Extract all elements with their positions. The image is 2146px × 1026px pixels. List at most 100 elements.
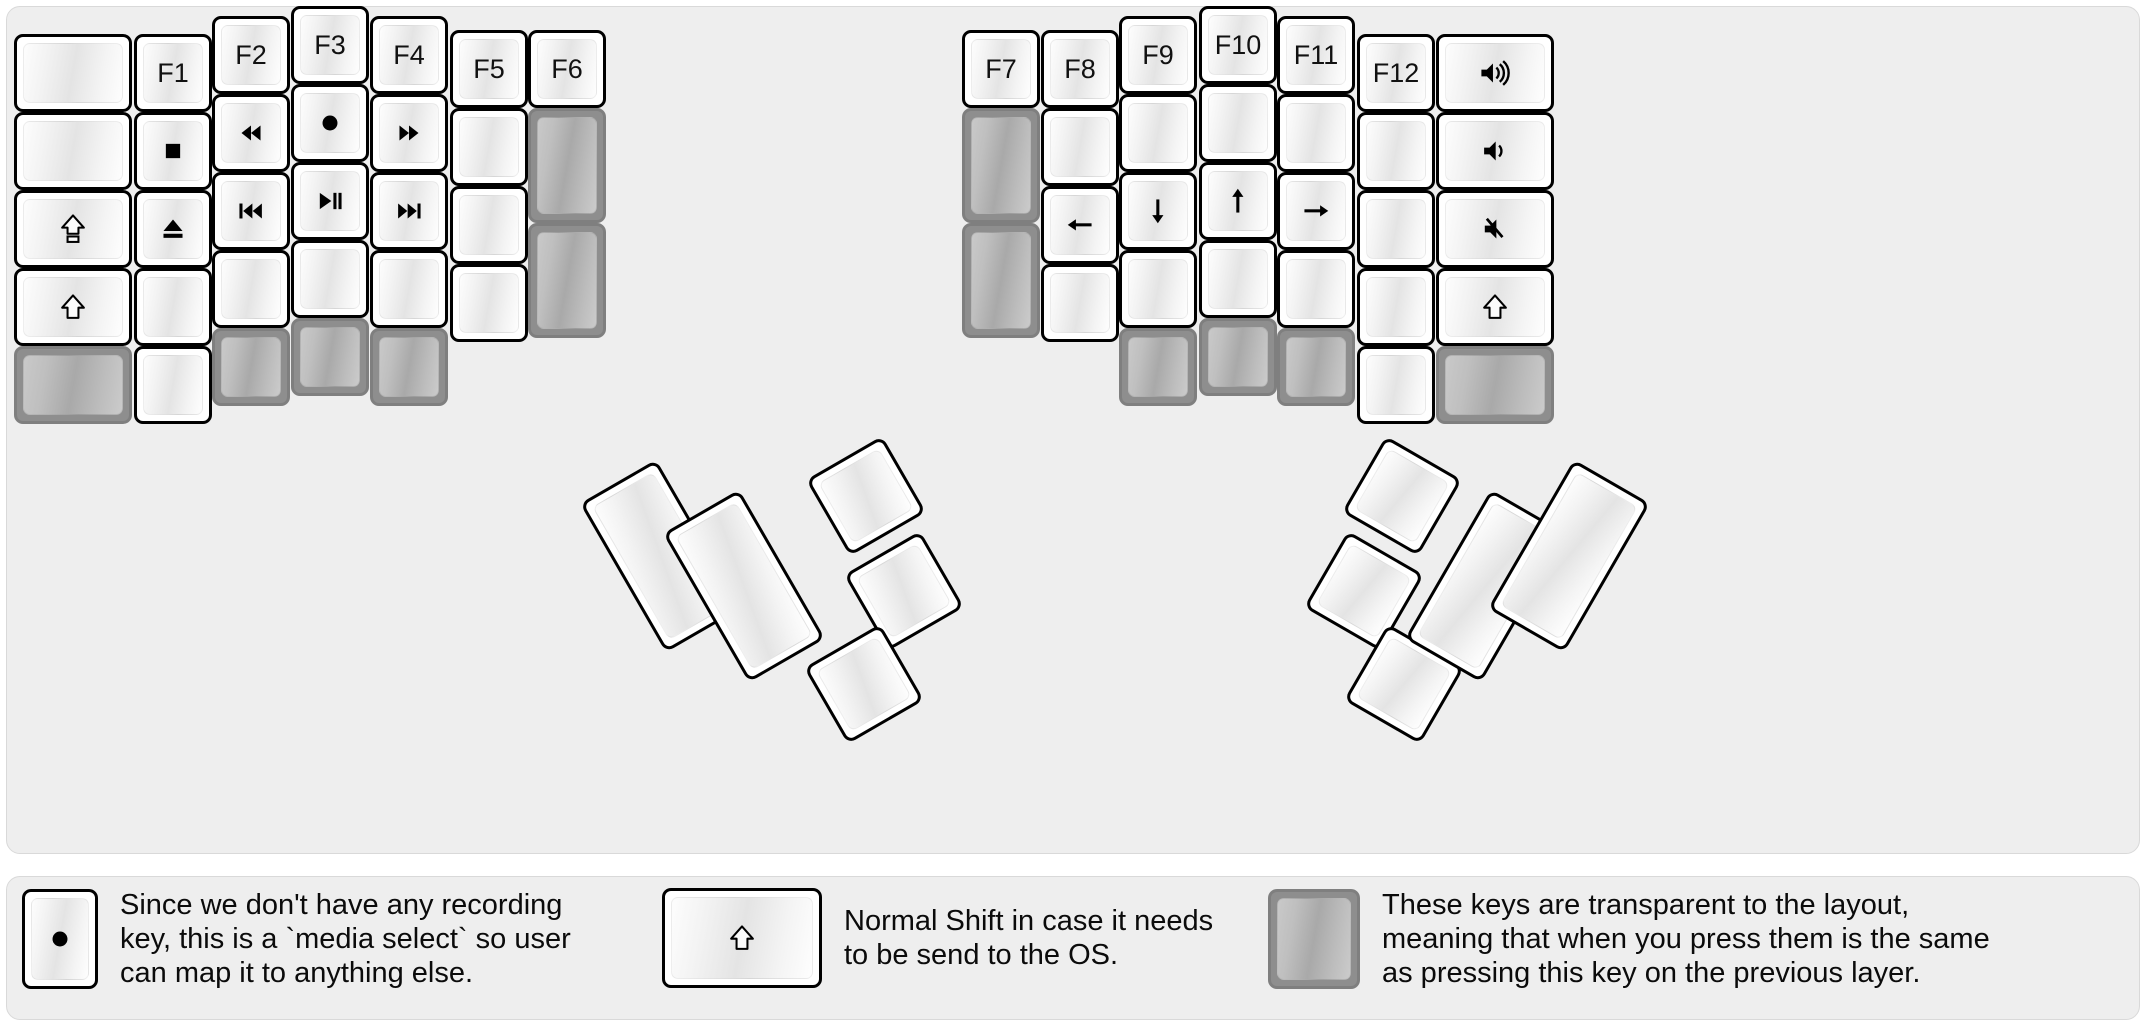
key-label: F10 xyxy=(1214,29,1262,60)
keycap-surface xyxy=(1366,199,1426,259)
keycap-surface xyxy=(1286,259,1346,319)
key-arrow-right[interactable] xyxy=(1277,172,1355,250)
key-blank[interactable] xyxy=(212,250,290,328)
key-blank[interactable] xyxy=(14,34,132,112)
key-transparent[interactable] xyxy=(1119,328,1197,406)
key-blank[interactable] xyxy=(1357,346,1435,424)
key-f1[interactable]: F1 xyxy=(134,34,212,112)
key-blank[interactable] xyxy=(450,108,528,186)
key-arrow-left[interactable] xyxy=(1041,186,1119,264)
key-label: F7 xyxy=(985,53,1017,84)
keycap-surface xyxy=(459,273,519,333)
key-media-next[interactable] xyxy=(370,172,448,250)
key-blank[interactable] xyxy=(370,250,448,328)
key-media-record[interactable] xyxy=(291,84,369,162)
key-blank[interactable] xyxy=(450,186,528,264)
key-label: F6 xyxy=(551,53,583,84)
key-transparent[interactable] xyxy=(1436,346,1554,424)
key-blank[interactable] xyxy=(1041,108,1119,186)
key-caps-lock[interactable] xyxy=(14,190,132,268)
key-transparent[interactable] xyxy=(528,108,606,223)
key-label: F9 xyxy=(1142,39,1174,70)
key-f5[interactable]: F5 xyxy=(450,30,528,108)
key-volume-mute[interactable] xyxy=(1436,190,1554,268)
key-transparent[interactable] xyxy=(1277,328,1355,406)
key-f7[interactable]: F7 xyxy=(962,30,1040,108)
keycap-surface xyxy=(1208,249,1268,309)
legend-key-blank xyxy=(1271,892,1357,986)
volume-down-icon xyxy=(1478,134,1512,168)
keycap-surface xyxy=(1128,103,1188,163)
key-label: F2 xyxy=(235,39,267,70)
keycap-surface xyxy=(1445,355,1545,415)
media-stop-icon xyxy=(156,134,190,168)
key-transparent[interactable] xyxy=(291,318,369,396)
key-blank[interactable] xyxy=(1357,112,1435,190)
key-blank[interactable] xyxy=(1277,94,1355,172)
media-play-pause-icon xyxy=(313,184,347,218)
key-shift[interactable] xyxy=(1436,268,1554,346)
key-media-previous[interactable] xyxy=(212,172,290,250)
caps-lock-icon xyxy=(56,212,90,246)
key-arrow-up[interactable] xyxy=(1199,162,1277,240)
key-f12[interactable]: F12 xyxy=(1357,34,1435,112)
key-blank[interactable] xyxy=(134,346,212,424)
key-media-stop[interactable] xyxy=(134,112,212,190)
key-transparent[interactable] xyxy=(1199,318,1277,396)
key-transparent[interactable] xyxy=(528,223,606,338)
legend-description: These keys are transparent to the layout… xyxy=(1382,889,1990,990)
key-blank[interactable] xyxy=(134,268,212,346)
legend-item: Since we don't have any recording key, t… xyxy=(22,888,571,991)
key-blank[interactable] xyxy=(291,240,369,318)
key-label: F1 xyxy=(157,57,189,88)
key-media-fast-forward[interactable] xyxy=(370,94,448,172)
key-blank[interactable] xyxy=(1119,94,1197,172)
keycap-surface xyxy=(971,117,1031,214)
key-f10[interactable]: F10 xyxy=(1199,6,1277,84)
key-blank[interactable] xyxy=(1041,264,1119,342)
key-blank[interactable] xyxy=(1199,84,1277,162)
keycap-surface xyxy=(23,121,123,181)
key-blank[interactable] xyxy=(1357,190,1435,268)
key-transparent[interactable] xyxy=(962,108,1040,223)
key-f9[interactable]: F9 xyxy=(1119,16,1197,94)
key-media-play-pause[interactable] xyxy=(291,162,369,240)
keycap-surface xyxy=(459,195,519,255)
key-blank[interactable] xyxy=(1357,268,1435,346)
key-blank[interactable] xyxy=(14,112,132,190)
arrow-right-icon xyxy=(1299,194,1333,228)
key-media-eject[interactable] xyxy=(134,190,212,268)
key-media-rewind[interactable] xyxy=(212,94,290,172)
keycap-surface xyxy=(143,277,203,337)
key-f2[interactable]: F2 xyxy=(212,16,290,94)
keycap-surface xyxy=(1286,103,1346,163)
legend-panel xyxy=(6,876,2140,1020)
key-f4[interactable]: F4 xyxy=(370,16,448,94)
key-volume-up[interactable] xyxy=(1436,34,1554,112)
volume-mute-icon xyxy=(1478,212,1512,246)
key-f11[interactable]: F11 xyxy=(1277,16,1355,94)
key-blank[interactable] xyxy=(1119,250,1197,328)
legend-description: Normal Shift in case it needs to be send… xyxy=(844,904,1214,971)
keycap-surface xyxy=(1208,93,1268,153)
key-f3[interactable]: F3 xyxy=(291,6,369,84)
key-label: F8 xyxy=(1064,53,1096,84)
key-shift[interactable] xyxy=(14,268,132,346)
keycap-surface xyxy=(1286,337,1346,397)
key-transparent[interactable] xyxy=(962,223,1040,338)
key-arrow-down[interactable] xyxy=(1119,172,1197,250)
key-transparent[interactable] xyxy=(212,328,290,406)
key-blank[interactable] xyxy=(1277,250,1355,328)
keycap-surface xyxy=(23,355,123,415)
key-blank[interactable] xyxy=(1199,240,1277,318)
shift-icon xyxy=(1478,290,1512,324)
shift-icon xyxy=(665,891,819,985)
key-volume-down[interactable] xyxy=(1436,112,1554,190)
key-label: F11 xyxy=(1293,39,1339,70)
keycap-surface xyxy=(459,117,519,177)
key-f8[interactable]: F8 xyxy=(1041,30,1119,108)
key-transparent[interactable] xyxy=(14,346,132,424)
key-f6[interactable]: F6 xyxy=(528,30,606,108)
key-transparent[interactable] xyxy=(370,328,448,406)
key-blank[interactable] xyxy=(450,264,528,342)
